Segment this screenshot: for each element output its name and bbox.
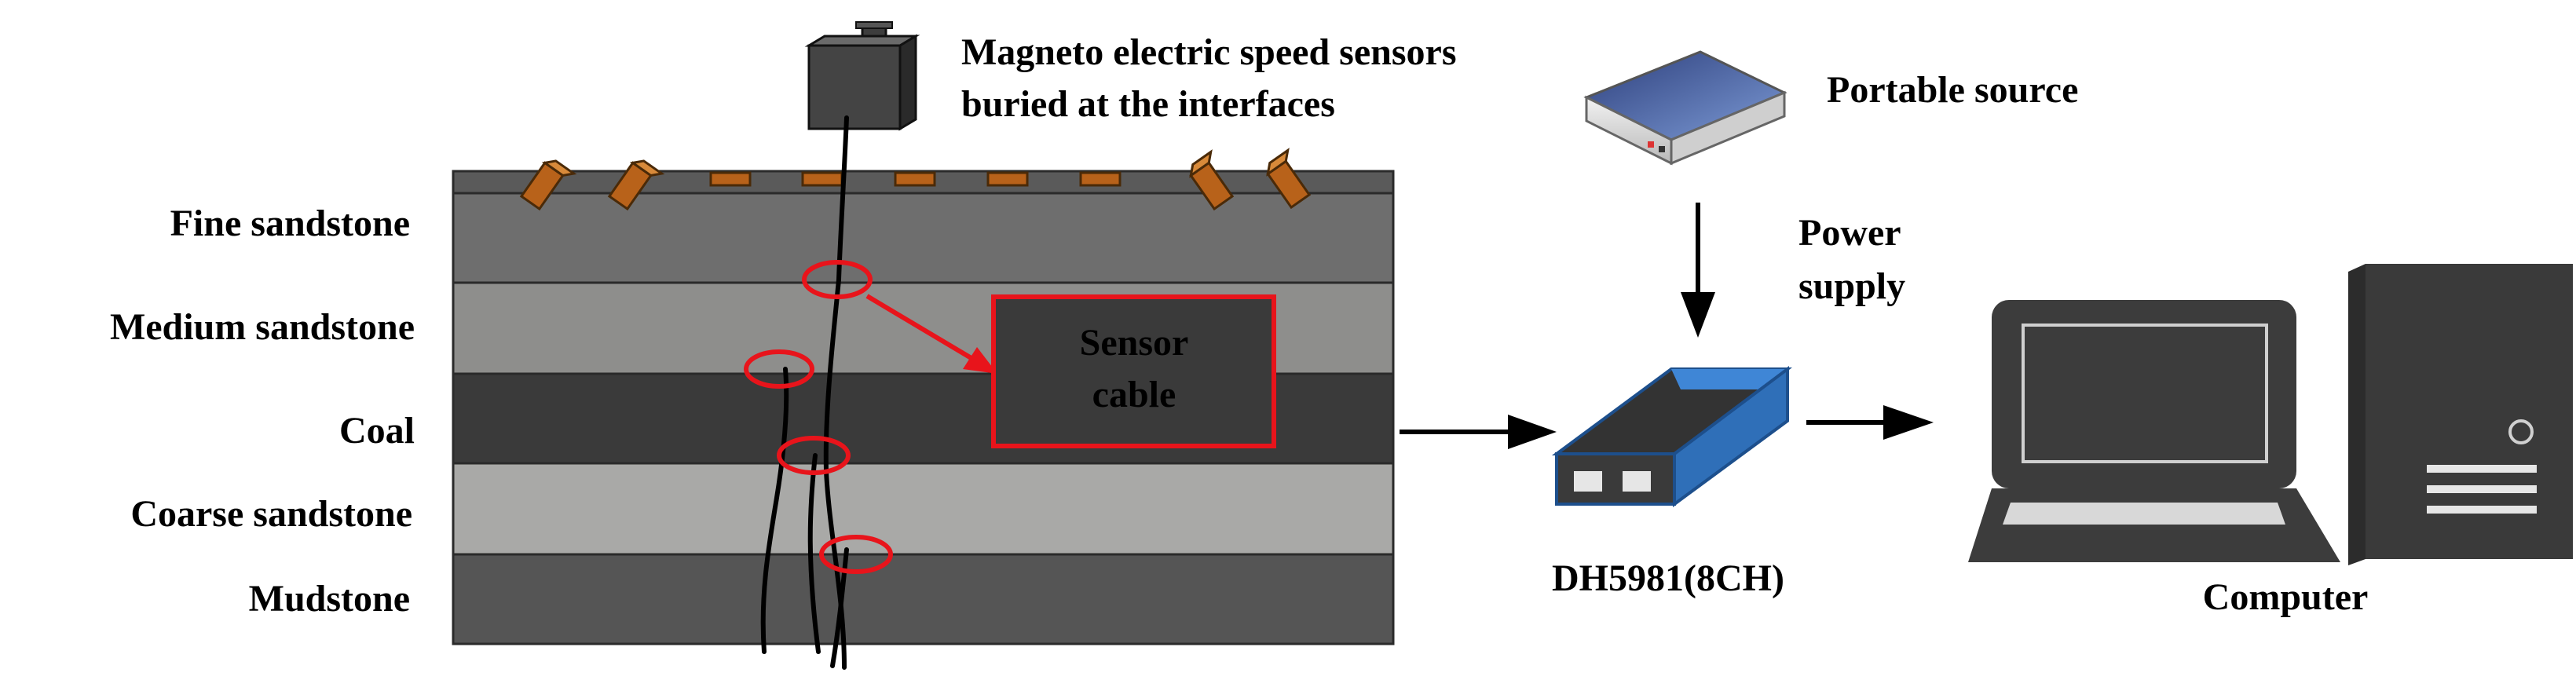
sensors-label-line2: buried at the interfaces [961, 83, 1335, 125]
interface-marker [777, 436, 851, 475]
signal-arrow-head [1508, 415, 1557, 449]
sensor-icon [709, 171, 752, 187]
data-arrow-head [1883, 405, 1934, 440]
stratum-mudstone [453, 554, 1393, 644]
power-arrow-head [1681, 292, 1715, 338]
sensor-icon [1266, 148, 1312, 210]
sensor-icon [986, 171, 1029, 187]
portable-source-icon [1583, 50, 1787, 166]
power-label-line1: Power [1798, 212, 1901, 254]
sensor-box-icon [804, 21, 920, 131]
stratum-fine-sandstone [453, 193, 1393, 283]
laptop-icon [1968, 300, 2340, 562]
stratum-label: Coal [339, 410, 415, 452]
device-label: DH5981(8CH) [1552, 558, 1784, 599]
daq-device-icon [1551, 366, 1792, 507]
portable-source-label: Portable source [1827, 69, 2078, 111]
sensor-icon [801, 171, 843, 187]
stratum-coarse-sandstone [453, 463, 1393, 554]
computer-label: Computer [2203, 576, 2369, 618]
sensor-icon [1079, 171, 1122, 187]
sensor-icon [894, 171, 936, 187]
stratum-label: Fine sandstone [170, 203, 410, 244]
sensors-label-line1: Magneto electric speed sensors [961, 31, 1457, 73]
sensor-icon [607, 159, 665, 211]
surface-sensors [519, 148, 1312, 211]
callout-label-line1: Sensor [1080, 322, 1189, 364]
sensor-icon [1189, 149, 1235, 211]
interface-marker [744, 349, 814, 389]
callout-label-line2: cable [1092, 374, 1176, 415]
stratum-label: Mudstone [249, 578, 410, 620]
interface-marker [819, 535, 893, 574]
sensor-cable-callout [991, 294, 1276, 448]
stratum-label: Coarse sandstone [130, 493, 412, 535]
sensor-icon [519, 159, 577, 211]
tower-pc-icon [2348, 264, 2573, 565]
interface-marker [802, 260, 873, 299]
power-label-line2: supply [1798, 265, 1905, 307]
stratum-label: Medium sandstone [110, 306, 415, 348]
interface-markers [744, 260, 893, 574]
callout-arrow [865, 294, 997, 374]
